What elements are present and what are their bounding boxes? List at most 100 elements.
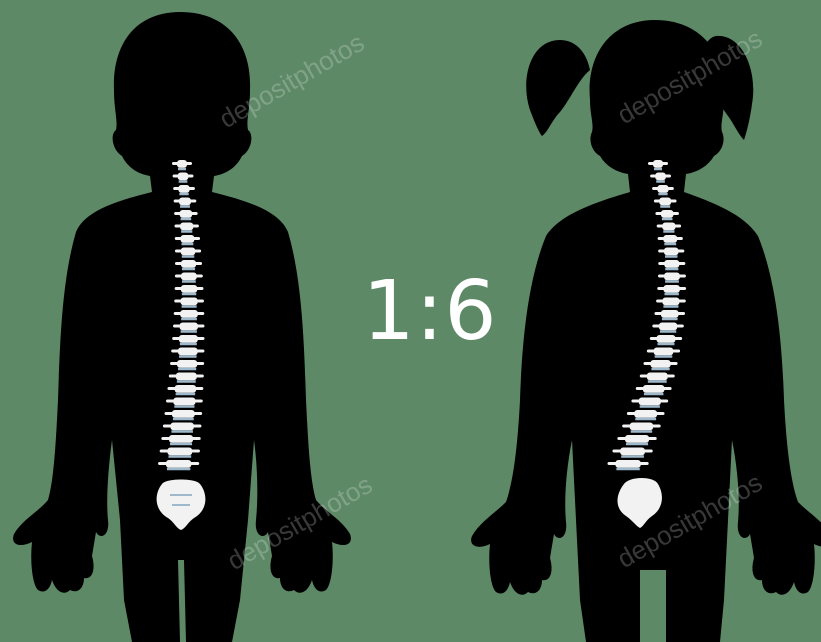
girl-disc <box>660 330 676 333</box>
boy-disc <box>181 230 192 233</box>
girl-disc <box>631 430 652 433</box>
girl-disc <box>657 343 674 346</box>
girl-process <box>656 299 686 302</box>
boy-disc <box>168 455 191 458</box>
boy-process <box>175 274 203 277</box>
girl-process <box>612 449 652 452</box>
girl-process <box>658 237 683 240</box>
boy-disc <box>181 330 197 333</box>
boy-process <box>161 437 200 440</box>
boy-disc <box>179 180 188 183</box>
boy-process <box>175 224 199 227</box>
boy-disc <box>182 305 197 308</box>
boy-disc <box>176 393 196 396</box>
boy-disc <box>181 218 192 221</box>
boy-process <box>173 174 194 177</box>
girl-disc <box>664 243 676 246</box>
girl-disc <box>662 218 673 221</box>
girl-process <box>658 262 685 265</box>
boy-process <box>175 287 204 290</box>
boy-disc <box>173 418 194 421</box>
boy-disc <box>177 380 196 383</box>
boy-disc <box>180 205 190 208</box>
girl-process <box>650 337 682 340</box>
girl-disc <box>662 318 678 321</box>
ratio-label: 1:6 <box>330 262 530 362</box>
girl-process <box>643 362 677 365</box>
boy-process <box>158 462 199 465</box>
girl-disc <box>626 443 648 446</box>
girl-process <box>657 224 681 227</box>
boy-process <box>174 212 198 215</box>
girl-process <box>652 187 674 190</box>
girl-process <box>654 312 685 315</box>
boy-process <box>164 412 202 415</box>
boy-disc <box>167 468 190 471</box>
girl-disc <box>635 418 656 421</box>
boy-process <box>166 399 203 402</box>
girl-disc <box>616 468 639 471</box>
girl-process <box>640 374 675 377</box>
boy-disc <box>171 430 192 433</box>
boy-process <box>175 262 202 265</box>
girl-disc <box>621 455 644 458</box>
girl-disc <box>664 293 678 296</box>
boy-process <box>172 337 204 340</box>
girl-process <box>657 287 686 290</box>
boy-process <box>169 374 204 377</box>
boy-process <box>173 324 204 327</box>
girl-disc <box>656 180 665 183</box>
boy-process <box>173 187 195 190</box>
girl-process <box>648 162 668 165</box>
boy-process <box>174 199 197 202</box>
girl-disc <box>665 268 678 271</box>
girl-process <box>652 324 683 327</box>
girl-process <box>627 412 665 415</box>
girl-disc <box>663 230 674 233</box>
girl-disc <box>655 355 673 358</box>
boy-disc <box>182 243 194 246</box>
girl-process <box>650 174 671 177</box>
girl-disc <box>665 280 679 283</box>
boy-process <box>174 299 204 302</box>
girl-process <box>631 399 668 402</box>
boy-process <box>174 312 205 315</box>
girl-disc <box>658 193 667 196</box>
boy-disc <box>178 368 196 371</box>
girl-disc <box>648 380 667 383</box>
boy-disc <box>179 193 188 196</box>
girl-process <box>658 249 684 252</box>
boy-process <box>175 249 201 252</box>
boy-process <box>163 424 202 427</box>
boy-disc <box>182 280 196 283</box>
girl-disc <box>665 255 677 258</box>
boy-disc <box>170 443 192 446</box>
girl-disc <box>651 368 669 371</box>
girl-disc <box>654 168 662 171</box>
boy-process <box>167 387 203 390</box>
boy-disc <box>181 318 197 321</box>
girl-process <box>658 274 686 277</box>
boy-process <box>171 349 204 352</box>
boy-disc <box>178 168 186 171</box>
boy-disc <box>180 343 197 346</box>
girl-disc <box>640 405 660 408</box>
girl-process <box>617 437 656 440</box>
boy-disc <box>182 293 196 296</box>
boy-disc <box>174 405 194 408</box>
boy-process <box>172 162 192 165</box>
boy-disc <box>182 255 194 258</box>
girl-process <box>636 387 672 390</box>
girl-process <box>647 349 680 352</box>
girl-process <box>622 424 661 427</box>
boy-disc <box>179 355 197 358</box>
boy-process <box>170 362 204 365</box>
boy-process <box>175 237 200 240</box>
girl-disc <box>660 205 670 208</box>
girl-disc <box>644 393 664 396</box>
girl-process <box>608 462 649 465</box>
girl-disc <box>663 305 678 308</box>
boy-disc <box>182 268 195 271</box>
girl-process <box>654 199 677 202</box>
boy-process <box>160 449 200 452</box>
